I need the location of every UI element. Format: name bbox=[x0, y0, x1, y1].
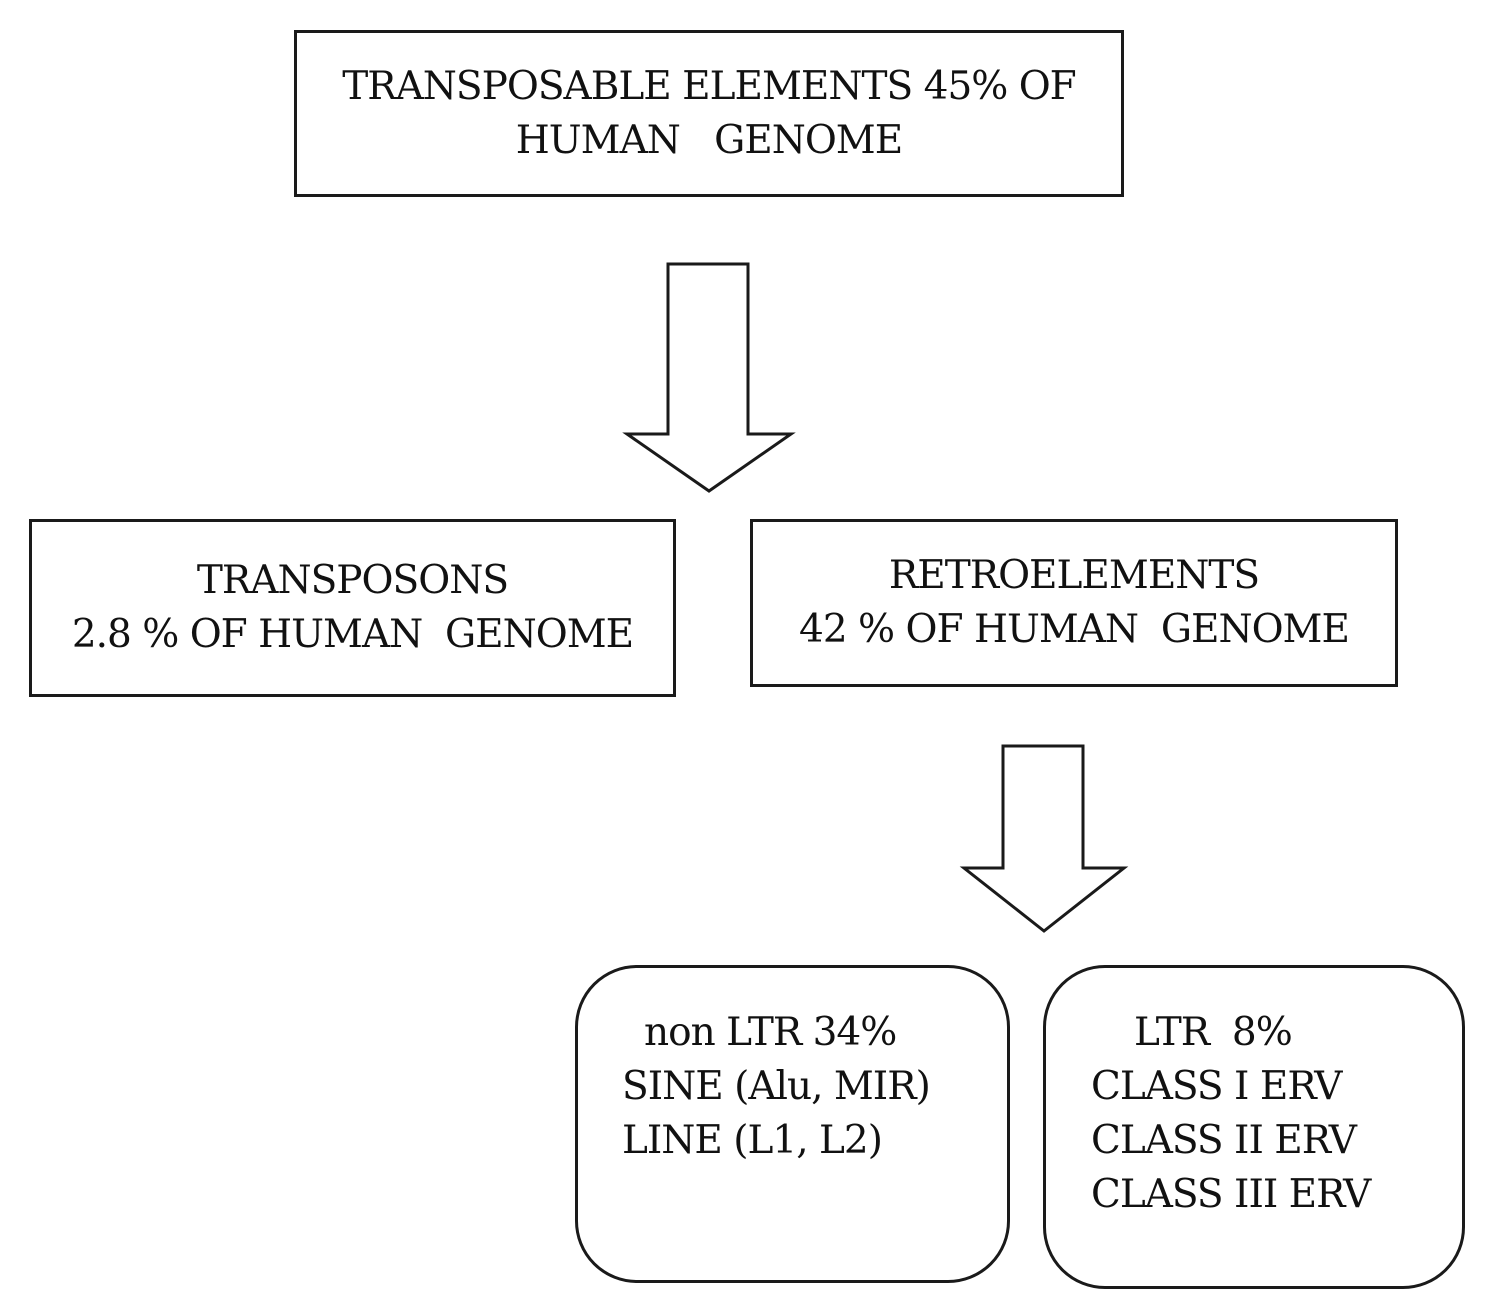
node-label-line: LTR 8% bbox=[1134, 1010, 1293, 1055]
node-label-line: TRANSPOSONS bbox=[196, 558, 509, 603]
node-transposable-elements: TRANSPOSABLE ELEMENTS 45% OF HUMAN GENOM… bbox=[294, 30, 1124, 197]
node-label-group: LTR 8% CLASS I ERV CLASS II ERV CLASS II… bbox=[1091, 1006, 1371, 1222]
node-label-line: 2.8 % OF HUMAN GENOME bbox=[71, 612, 634, 657]
node-ltr: LTR 8% CLASS I ERV CLASS II ERV CLASS II… bbox=[1043, 965, 1465, 1289]
node-non-ltr: non LTR 34% SINE (Alu, MIR) LINE (L1, L2… bbox=[575, 965, 1010, 1283]
node-label-line: CLASS III ERV bbox=[1091, 1172, 1371, 1217]
node-label-line: 42 % OF HUMAN GENOME bbox=[799, 607, 1350, 652]
node-label-line: CLASS I ERV bbox=[1091, 1064, 1342, 1109]
node-label-line: RETROELEMENTS bbox=[888, 553, 1260, 598]
node-retroelements: RETROELEMENTS 42 % OF HUMAN GENOME bbox=[750, 519, 1398, 687]
node-label-line: HUMAN GENOME bbox=[515, 117, 903, 163]
node-label-line: LINE (L1, L2) bbox=[622, 1118, 883, 1163]
node-label-line: non LTR 34% bbox=[644, 1010, 897, 1055]
node-label-group: non LTR 34% SINE (Alu, MIR) LINE (L1, L2… bbox=[622, 1006, 931, 1168]
down-arrow-icon bbox=[622, 262, 796, 493]
down-arrow-icon bbox=[959, 744, 1129, 933]
node-transposons: TRANSPOSONS 2.8 % OF HUMAN GENOME bbox=[29, 519, 676, 697]
node-label-line: TRANSPOSABLE ELEMENTS 45% OF bbox=[342, 63, 1077, 109]
node-label-line: SINE (Alu, MIR) bbox=[622, 1064, 931, 1109]
node-label-line: CLASS II ERV bbox=[1091, 1118, 1357, 1163]
